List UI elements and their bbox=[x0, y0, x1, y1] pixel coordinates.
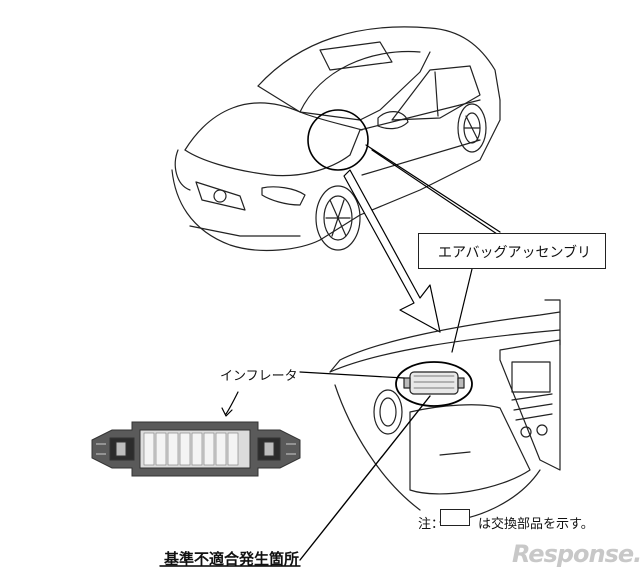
leader-line-inflator bbox=[299, 371, 405, 379]
dashboard-illustration bbox=[329, 299, 561, 523]
inflator-cutaway bbox=[91, 421, 301, 477]
airbag-assembly-label: エアバッグアッセンブリ bbox=[438, 245, 592, 261]
note-suffix: は交換部品を示す。 bbox=[478, 517, 594, 532]
highlight-ellipse-dashboard bbox=[395, 361, 473, 407]
leader-line-defect bbox=[299, 395, 431, 561]
down-arrow-icon bbox=[343, 169, 441, 333]
leader-line-airbag bbox=[365, 144, 501, 233]
inflator-label: インフレータ bbox=[220, 369, 298, 384]
airbag-module-dashboard bbox=[403, 371, 465, 395]
highlight-circle-car bbox=[307, 109, 369, 171]
car-illustration bbox=[171, 26, 501, 252]
airbag-assembly-box bbox=[418, 233, 606, 269]
response-watermark: Response. bbox=[512, 540, 640, 568]
leader-line-airbag-2 bbox=[371, 149, 501, 237]
leader-line-box-to-airbag bbox=[451, 268, 473, 353]
defect-location-label: 基準不適合発生箇所 bbox=[164, 550, 300, 568]
note-legend-box bbox=[440, 509, 470, 526]
note-prefix: 注： bbox=[418, 517, 445, 532]
down-arrow-icon-small bbox=[225, 391, 239, 415]
